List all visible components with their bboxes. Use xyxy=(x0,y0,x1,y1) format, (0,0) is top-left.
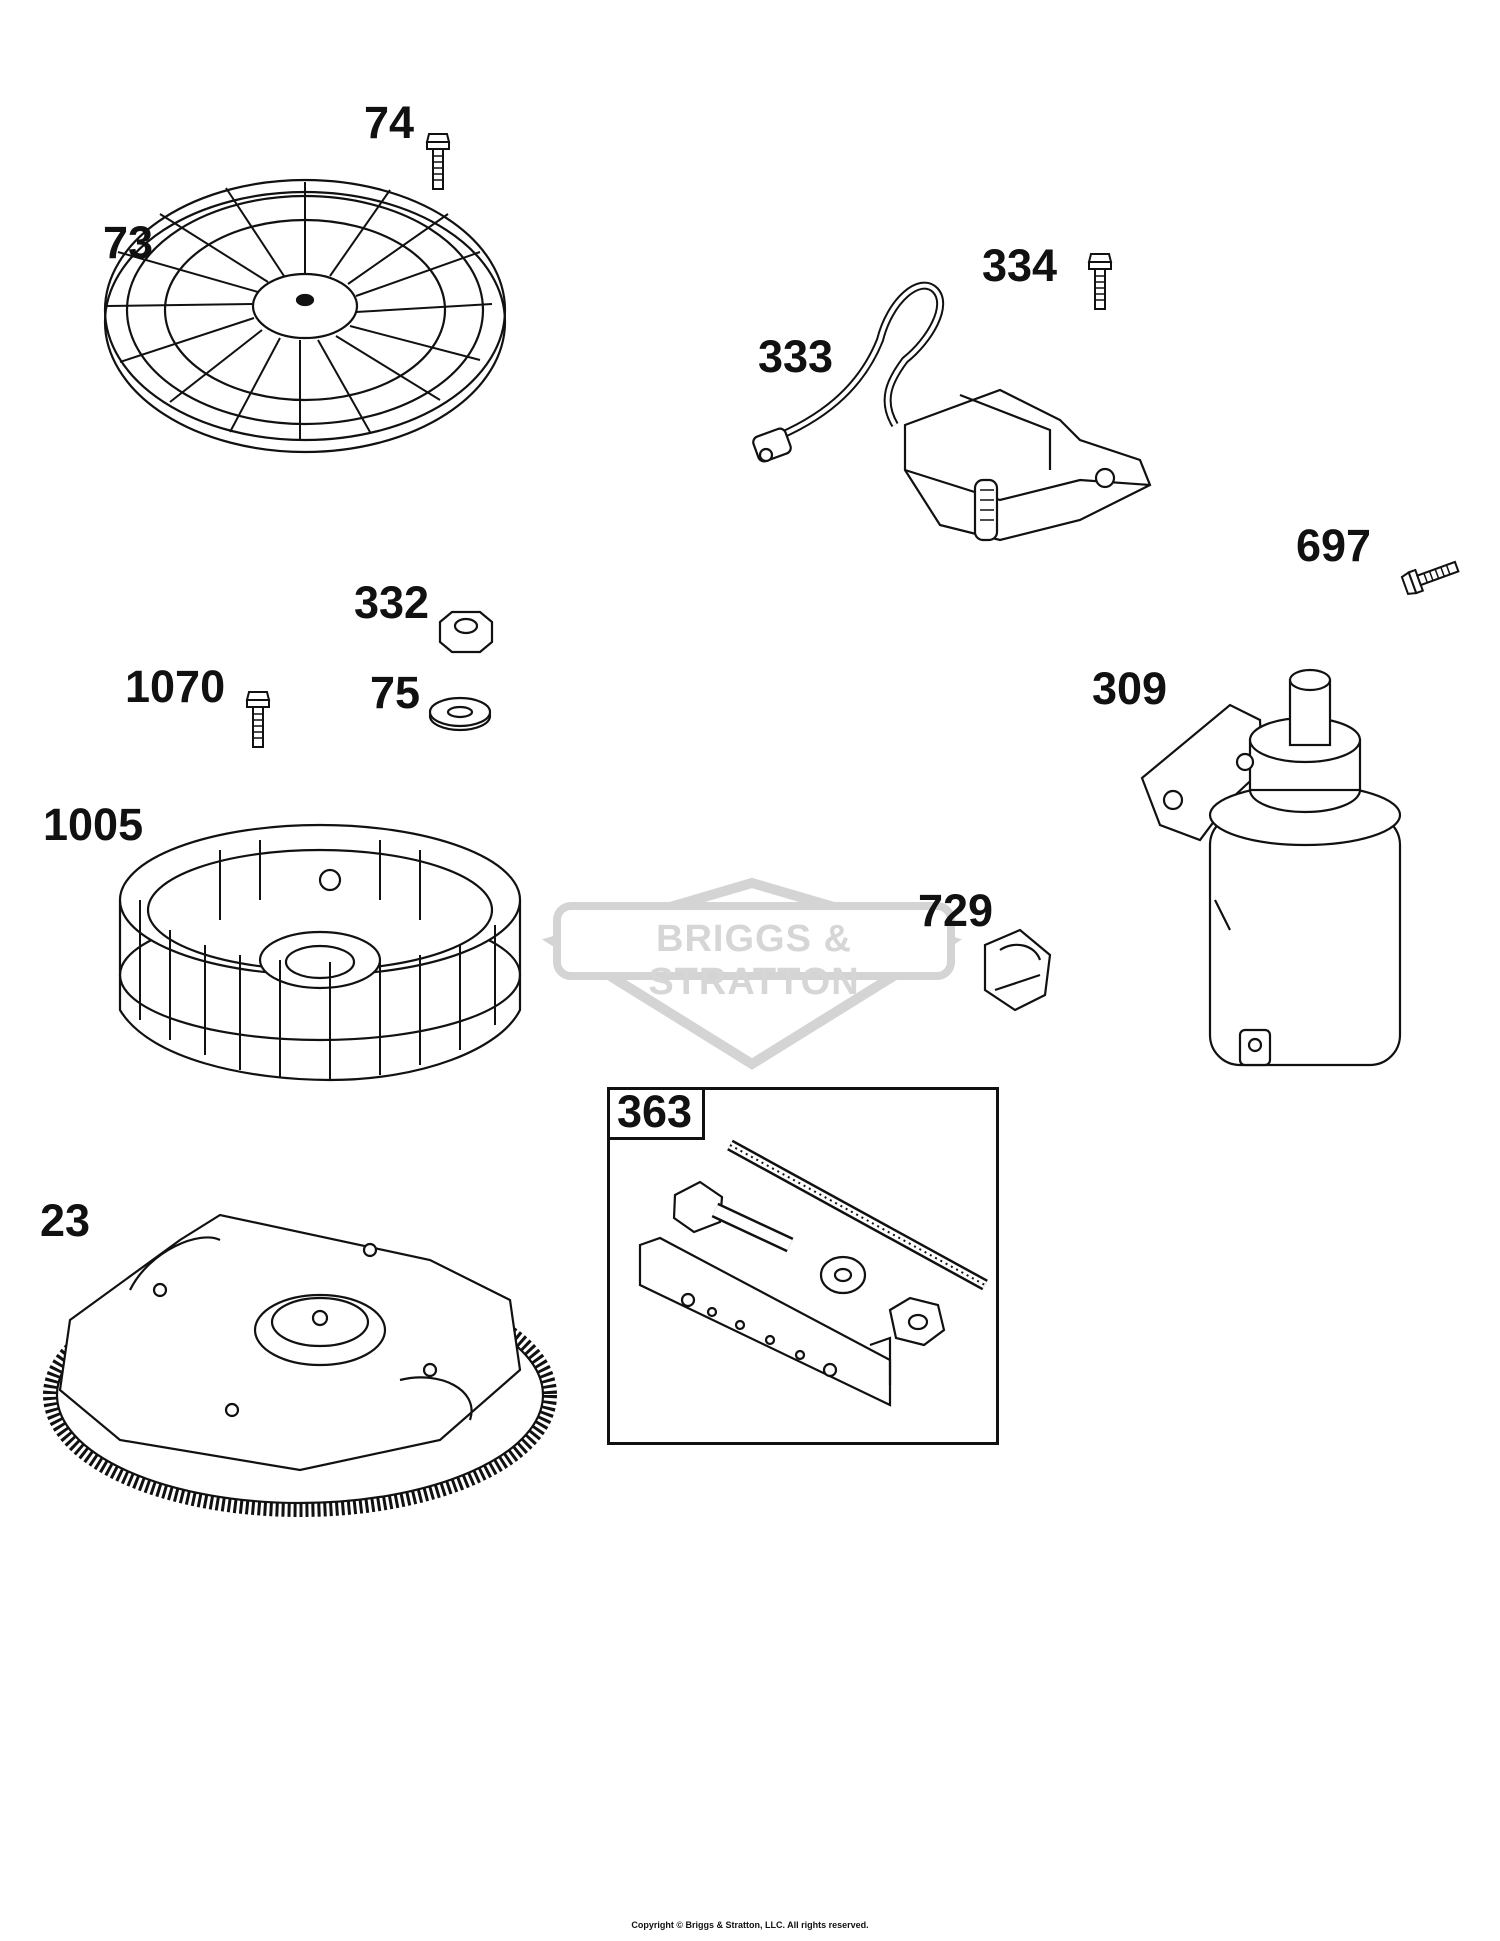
label-697: 697 xyxy=(1296,520,1372,571)
label-1005: 1005 xyxy=(43,799,144,850)
part-23-flywheel xyxy=(43,1213,557,1517)
part-333-ignition-armature xyxy=(752,281,1152,542)
watermark-text: BRIGGS & STRATTON xyxy=(648,918,860,1003)
part-309-starter-motor xyxy=(1140,668,1402,1067)
label-73: 73 xyxy=(103,217,154,268)
kit-bolt xyxy=(672,1180,794,1253)
part-729-clip xyxy=(983,928,1052,1012)
part-334-bolt xyxy=(1088,253,1112,310)
label-75: 75 xyxy=(370,667,421,718)
part-73-blower-screen xyxy=(103,178,507,454)
part-332-nut xyxy=(438,610,494,654)
label-333: 333 xyxy=(758,331,834,382)
kit-bracket xyxy=(638,1236,892,1407)
copyright-notice: Copyright © Briggs & Stratton, LLC. All … xyxy=(631,1920,869,1930)
part-74-bolt xyxy=(426,133,450,190)
label-74: 74 xyxy=(364,97,415,148)
label-332: 332 xyxy=(354,577,430,628)
watermark-logo xyxy=(541,877,963,1070)
label-729: 729 xyxy=(918,885,994,936)
label-334: 334 xyxy=(982,240,1058,291)
label-363: 363 xyxy=(607,1087,705,1140)
part-363-kit xyxy=(638,1139,988,1407)
part-75-washer xyxy=(428,696,492,732)
kit-threaded-rod xyxy=(727,1139,988,1291)
part-1005-fan xyxy=(118,823,522,1082)
kit-washer xyxy=(819,1255,867,1295)
kit-box-363 xyxy=(607,1087,999,1445)
kit-nut xyxy=(888,1296,946,1347)
label-23: 23 xyxy=(40,1195,91,1246)
part-697-bolt xyxy=(1400,555,1462,597)
label-309: 309 xyxy=(1092,663,1168,714)
part-1070-bolt xyxy=(246,691,270,748)
label-1070: 1070 xyxy=(125,661,226,712)
